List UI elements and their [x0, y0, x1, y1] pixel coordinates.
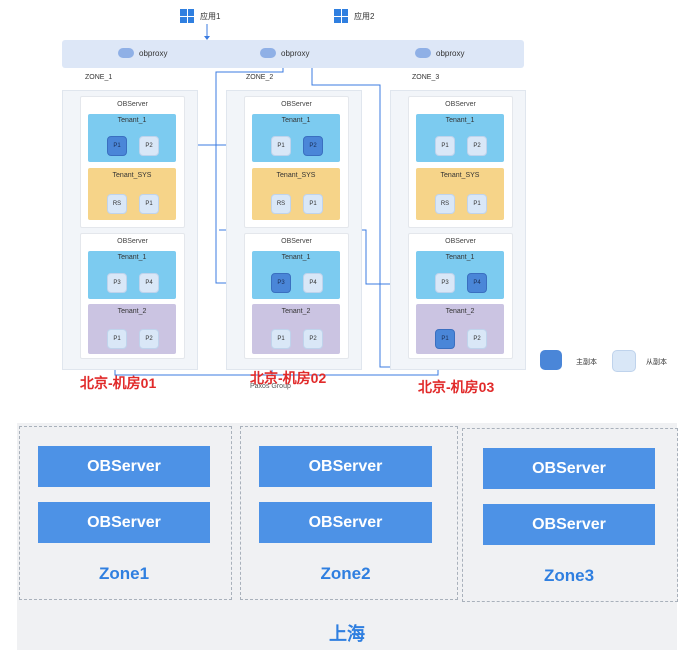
tenant-title: Tenant_SYS — [440, 172, 480, 179]
tenant-title: Tenant_SYS — [112, 172, 152, 179]
observer-node: OBServer Tenant_1 P3 P4 Tenant_2 P1 P2 — [408, 233, 513, 359]
follower-replica: RS — [271, 194, 291, 214]
observer-title: OBServer — [117, 101, 148, 108]
room-label: 北京-机房02 — [250, 370, 327, 386]
tenant-1: Tenant_1 P3 P4 — [416, 251, 504, 299]
cloud-icon — [260, 48, 276, 58]
zone-label: ZONE_2 — [246, 74, 274, 81]
zone-label: ZONE_1 — [85, 74, 113, 81]
observer-node: OBServer Tenant_1 P1 P2 Tenant_SYS RS P1 — [408, 96, 513, 228]
tenant-title: Tenant_2 — [281, 308, 311, 315]
room-label: 北京-机房03 — [418, 379, 495, 395]
follower-replica: P4 — [303, 273, 323, 293]
follower-replica: P4 — [139, 273, 159, 293]
obproxy-2: obproxy — [260, 48, 309, 58]
app-2: 应用2 — [334, 9, 374, 23]
follower-legend-label: 从副本 — [646, 359, 667, 366]
arrow-icon — [204, 36, 210, 40]
observer-block: OBServer — [259, 446, 432, 487]
observer-block: OBServer — [483, 504, 655, 545]
follower-replica: P3 — [435, 273, 455, 293]
observer-block: OBServer — [259, 502, 432, 543]
follower-replica: P3 — [107, 273, 127, 293]
zone-name: Zone2 — [320, 564, 371, 583]
follower-replica: P1 — [139, 194, 159, 214]
zone-label: ZONE_3 — [412, 74, 440, 81]
tenant-title: Tenant_1 — [445, 254, 475, 261]
follower-replica: RS — [107, 194, 127, 214]
observer-node: OBServer Tenant_1 P1 P2 Tenant_SYS RS P1 — [244, 96, 349, 228]
leader-replica: P4 — [467, 273, 487, 293]
cloud-icon — [118, 48, 134, 58]
tenant-1: Tenant_1 P1 P2 — [88, 114, 176, 162]
tenant-sys: Tenant_SYS RS P1 — [88, 168, 176, 220]
follower-legend-icon — [612, 350, 636, 372]
follower-replica: P1 — [107, 329, 127, 349]
cloud-icon — [415, 48, 431, 58]
windows-icon — [180, 9, 194, 23]
tenant-2: Tenant_2 P1 P2 — [252, 304, 340, 354]
observer-title: OBServer — [281, 101, 312, 108]
follower-replica: P2 — [139, 329, 159, 349]
tenant-title: Tenant_1 — [117, 254, 147, 261]
observer-node: OBServer Tenant_1 P1 P2 Tenant_SYS RS P1 — [80, 96, 185, 228]
tenant-2: Tenant_2 P1 P2 — [88, 304, 176, 354]
tenant-1: Tenant_1 P3 P4 — [252, 251, 340, 299]
app-2-label: 应用2 — [354, 11, 375, 21]
observer-block: OBServer — [483, 448, 655, 489]
room-label: 北京-机房01 — [80, 375, 157, 391]
follower-replica: P1 — [467, 194, 487, 214]
obproxy-bar — [62, 40, 524, 68]
tenant-title: Tenant_SYS — [276, 172, 316, 179]
observer-title: OBServer — [445, 238, 476, 245]
observer-block: OBServer — [38, 502, 210, 543]
app-1-label: 应用1 — [200, 11, 221, 21]
observer-title: OBServer — [281, 238, 312, 245]
observer-node: OBServer Tenant_1 P3 P4 Tenant_2 P1 P2 — [80, 233, 185, 359]
leader-replica: P3 — [271, 273, 291, 293]
follower-replica: P2 — [139, 136, 159, 156]
observer-node: OBServer Tenant_1 P3 P4 Tenant_2 P1 P2 — [244, 233, 349, 359]
tenant-title: Tenant_1 — [117, 117, 147, 124]
leader-replica: P2 — [303, 136, 323, 156]
follower-replica: P2 — [303, 329, 323, 349]
follower-replica: P2 — [467, 136, 487, 156]
follower-replica: P1 — [271, 329, 291, 349]
tenant-title: Tenant_1 — [445, 117, 475, 124]
leader-replica: P1 — [107, 136, 127, 156]
tenant-1: Tenant_1 P1 P2 — [416, 114, 504, 162]
tenant-title: Tenant_2 — [445, 308, 475, 315]
observer-title: OBServer — [117, 238, 148, 245]
observer-block: OBServer — [38, 446, 210, 487]
app-1: 应用1 — [180, 9, 220, 23]
follower-replica: P1 — [435, 136, 455, 156]
obproxy-label: obproxy — [436, 48, 465, 58]
zone-name: Zone3 — [543, 566, 595, 585]
obproxy-label: obproxy — [139, 48, 168, 58]
tenant-title: Tenant_1 — [281, 117, 311, 124]
leader-legend-label: 主副本 — [576, 359, 597, 366]
paxos-group-label: Paxos Group — [250, 383, 291, 390]
tenant-1: Tenant_1 P3 P4 — [88, 251, 176, 299]
follower-replica: P1 — [271, 136, 291, 156]
follower-replica: P1 — [303, 194, 323, 214]
tenant-title: Tenant_2 — [117, 308, 147, 315]
obproxy-3: obproxy — [415, 48, 464, 58]
observer-title: OBServer — [445, 101, 476, 108]
tenant-sys: Tenant_SYS RS P1 — [416, 168, 504, 220]
leader-legend-icon — [540, 350, 562, 370]
windows-icon — [334, 9, 348, 23]
tenant-2: Tenant_2 P1 P2 — [416, 304, 504, 354]
follower-replica: P2 — [467, 329, 487, 349]
tenant-1: Tenant_1 P1 P2 — [252, 114, 340, 162]
tenant-sys: Tenant_SYS RS P1 — [252, 168, 340, 220]
follower-replica: RS — [435, 194, 455, 214]
leader-replica: P1 — [435, 329, 455, 349]
obproxy-1: obproxy — [118, 48, 167, 58]
obproxy-label: obproxy — [281, 48, 310, 58]
zone-name: Zone1 — [98, 564, 150, 583]
tenant-title: Tenant_1 — [281, 254, 311, 261]
city-label: 上海 — [329, 624, 365, 644]
